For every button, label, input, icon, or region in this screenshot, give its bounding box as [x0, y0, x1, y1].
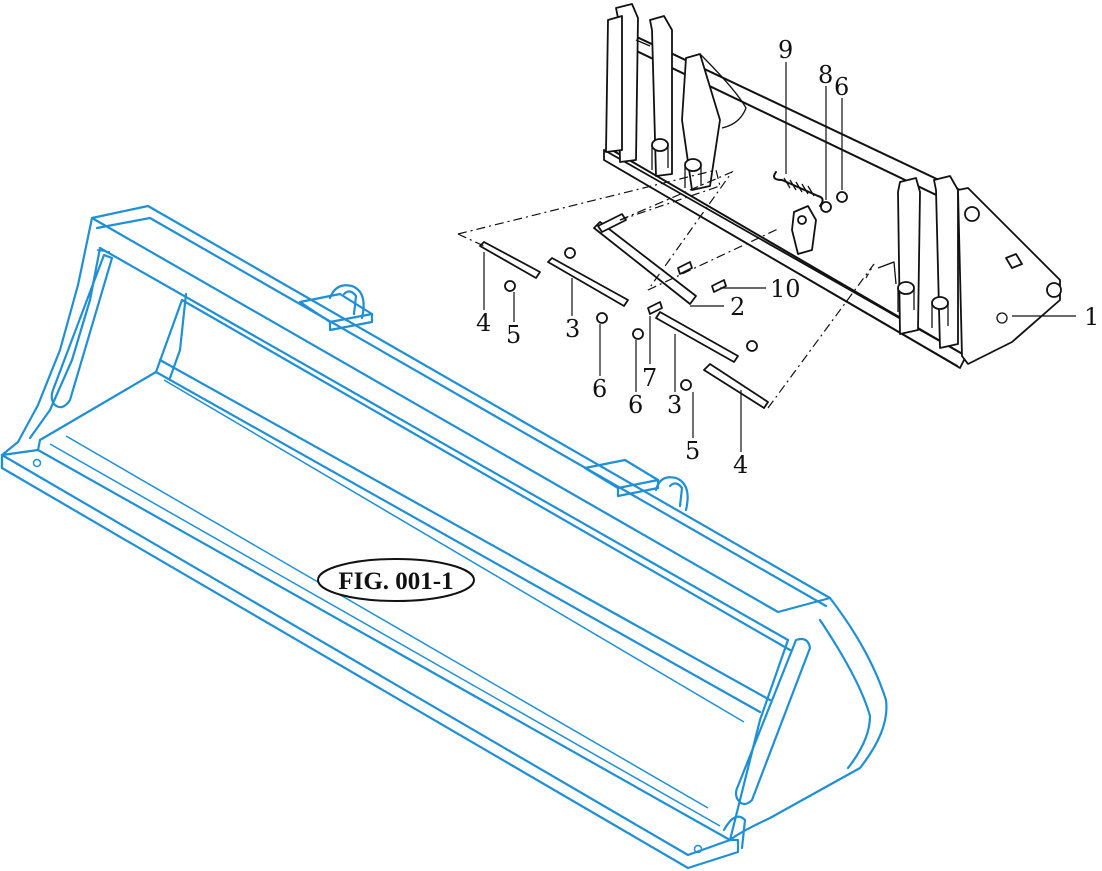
callout-6-left: 6 [592, 375, 607, 403]
callout-2: 2 [730, 293, 745, 321]
callout-6-top: 6 [834, 73, 849, 101]
bucket-drawing [0, 204, 888, 870]
callout-5-right: 5 [685, 437, 700, 465]
figure-label: FIG. 001-1 [317, 558, 475, 602]
callout-9: 9 [778, 36, 793, 64]
callout-4-left: 4 [476, 309, 491, 337]
frame-drawing [603, 3, 1062, 369]
callout-6-middle: 6 [628, 391, 643, 419]
callout-3-right: 3 [667, 391, 682, 419]
callout-3-left: 3 [565, 315, 580, 343]
callout-10: 10 [770, 275, 801, 303]
callouts: 1 2 3 3 4 4 5 5 6 6 6 7 8 [476, 36, 1099, 479]
callout-4-right: 4 [733, 451, 748, 479]
figure-label-text: FIG. 001-1 [338, 568, 453, 595]
hardware-parts [457, 169, 875, 409]
callout-8: 8 [818, 61, 833, 89]
callout-1: 1 [1084, 303, 1099, 331]
callout-7: 7 [642, 364, 657, 392]
callout-5-left: 5 [506, 321, 521, 349]
